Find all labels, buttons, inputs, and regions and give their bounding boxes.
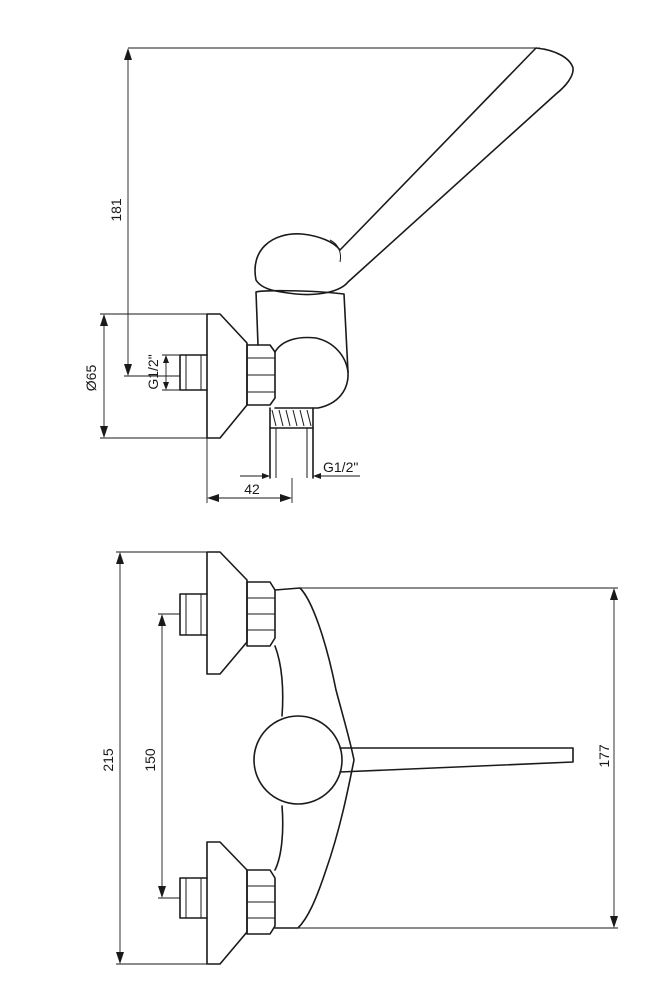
lever-detail: [329, 239, 341, 263]
depth-label: 42: [244, 481, 260, 497]
dim-arrow: [280, 494, 292, 502]
cartridge-housing: [255, 289, 349, 373]
lower-wall-flange: [206, 841, 248, 965]
handle-width-label: 177: [596, 744, 612, 768]
dim-arrow: [313, 473, 321, 479]
wall-flange: [206, 313, 248, 439]
upper-wall-flange: [206, 551, 248, 675]
overall-label: 215: [100, 748, 116, 772]
dim-arrow: [262, 473, 270, 479]
outlet-thread: [269, 407, 314, 429]
dim-arrow: [158, 614, 166, 626]
lever-handle-top: [339, 747, 574, 773]
dim-arrow: [100, 314, 108, 326]
top-view: 215 150 177: [100, 551, 618, 965]
lever-handle: [254, 47, 574, 296]
spacing-label: 150: [142, 748, 158, 772]
dim-arrow: [116, 552, 124, 564]
dim-arrow: [610, 588, 618, 600]
outlet-thread-label: G1/2": [323, 459, 358, 475]
dim-arrow: [163, 355, 169, 363]
lower-hex-nut: [246, 869, 276, 935]
upper-hex-nut: [246, 581, 276, 647]
hex-nut: [246, 344, 276, 406]
dim-arrow: [610, 916, 618, 928]
thread-pattern: [271, 409, 312, 427]
height-label: 181: [108, 198, 124, 222]
dim-arrow: [207, 494, 219, 502]
dim-arrow: [124, 48, 132, 60]
outlet-pipe: [269, 427, 314, 479]
dim-arrow: [158, 886, 166, 898]
mixer-body-inner: [274, 645, 284, 871]
diameter-label: Ø65: [83, 365, 99, 392]
cartridge-cap: [253, 715, 343, 805]
lower-inlet-connector: [179, 877, 208, 919]
mixer-body: [274, 336, 349, 409]
dim-arrow: [100, 426, 108, 438]
side-view: 181 Ø65 G1/2" G1/2" 42: [83, 47, 574, 503]
mixer-body-top: [274, 587, 355, 929]
dim-arrow: [163, 382, 169, 390]
dim-arrow: [124, 364, 132, 376]
inlet-connector: [179, 354, 208, 391]
inlet-thread-label: G1/2": [145, 354, 161, 389]
upper-inlet-connector: [179, 593, 208, 636]
dim-arrow: [116, 952, 124, 964]
